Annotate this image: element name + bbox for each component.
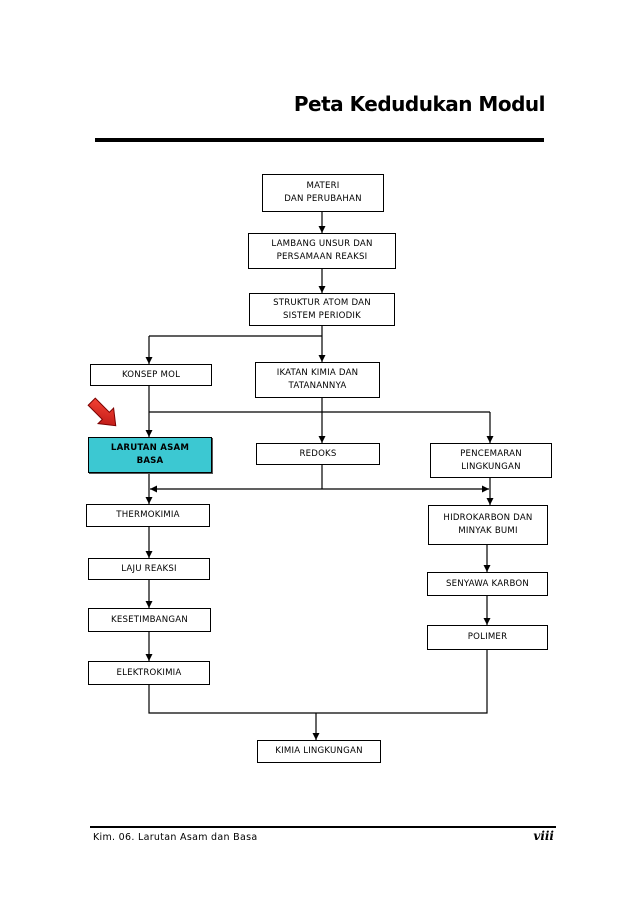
node-hidrokarbon: HIDROKARBON DAN MINYAK BUMI	[428, 505, 548, 545]
node-materi: MATERI DAN PERUBAHAN	[262, 174, 384, 212]
node-larutan: LARUTAN ASAM BASA	[88, 437, 212, 473]
node-elektrokimia: ELEKTROKIMIA	[88, 661, 210, 685]
edge-merge	[148, 650, 488, 714]
node-pencemaran: PENCEMARAN LINGKUNGAN	[430, 443, 552, 478]
page-title: Peta Kedudukan Modul	[293, 92, 546, 116]
footer-page-number: viii	[533, 829, 554, 843]
footer-module-name: Kim. 06. Larutan Asam dan Basa	[93, 832, 258, 843]
node-thermokimia: THERMOKIMIA	[86, 504, 210, 527]
node-struktur: STRUKTUR ATOM DAN SISTEM PERIODIK	[249, 293, 395, 326]
node-konsep-mol: KONSEP MOL	[90, 364, 212, 386]
node-kimia-lingkungan: KIMIA LINGKUNGAN	[257, 740, 381, 763]
footer-divider	[90, 826, 556, 828]
node-kesetimbangan: KESETIMBANGAN	[88, 608, 211, 632]
title-divider	[95, 138, 544, 142]
node-ikatan: IKATAN KIMIA DAN TATANANNYA	[255, 362, 380, 398]
node-polimer: POLIMER	[427, 625, 548, 650]
node-lambang: LAMBANG UNSUR DAN PERSAMAAN REAKSI	[248, 233, 396, 269]
node-laju: LAJU REAKSI	[88, 558, 210, 580]
edge-struktur-split	[149, 326, 323, 337]
node-senyawa: SENYAWA KARBON	[427, 572, 548, 596]
node-redoks: REDOKS	[256, 443, 380, 465]
red-arrow-icon	[87, 397, 117, 427]
